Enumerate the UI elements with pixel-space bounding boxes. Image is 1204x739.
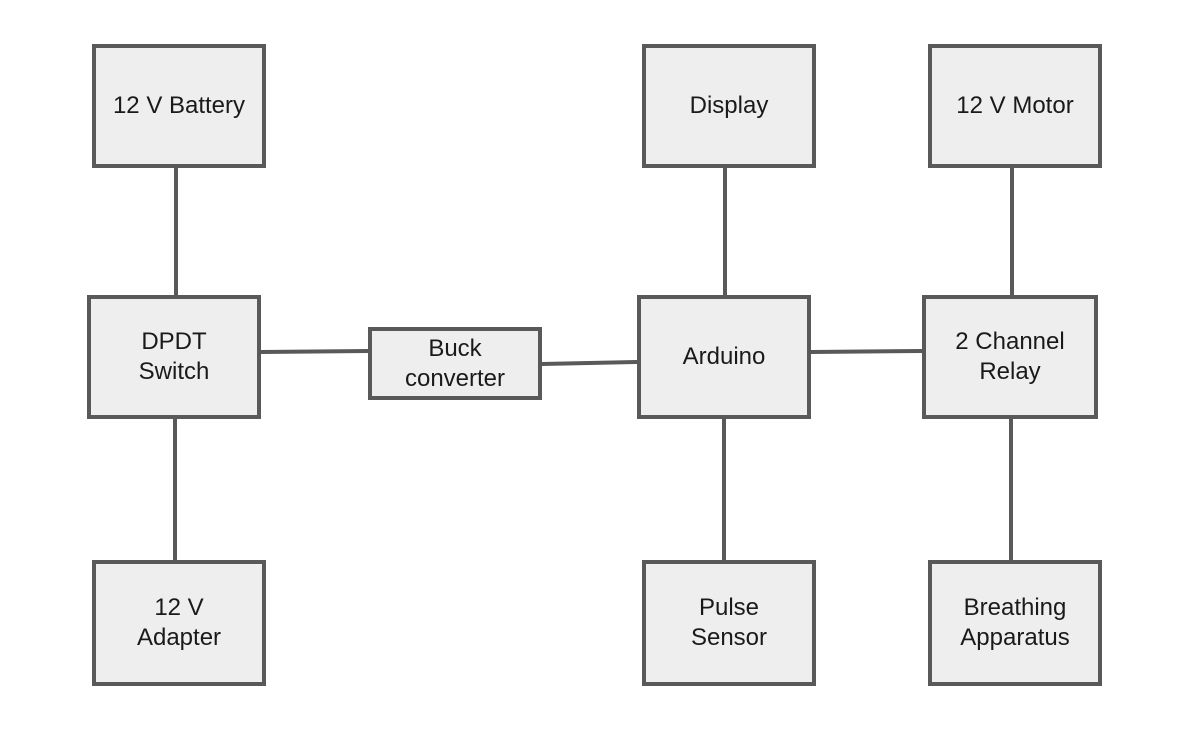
breathing-apparatus-block-label: Breathing Apparatus [960, 593, 1069, 653]
relay-block-label: 2 Channel Relay [955, 327, 1064, 387]
display-block: Display [642, 44, 816, 168]
relay-label-line-1: 2 Channel [955, 328, 1065, 355]
arduino-block: Arduino [637, 295, 811, 419]
wire-buck-arduino [541, 360, 638, 366]
relay-label-line-2: Relay [979, 358, 1041, 385]
breathing-apparatus-block: Breathing Apparatus [928, 560, 1102, 686]
dpdt-label-line-2: Switch [138, 358, 210, 385]
relay-block: 2 Channel Relay [922, 295, 1098, 419]
breathing-label-line-2: Apparatus [960, 624, 1070, 651]
arduino-block-label: Arduino [682, 343, 766, 370]
adapter-block: 12 V Adapter [92, 560, 266, 686]
dpdt-switch-block-label: DPDT Switch [139, 327, 210, 387]
breathing-label-line-1: Breathing [963, 594, 1067, 621]
battery-block-label: 12 V Battery [112, 92, 246, 119]
wire-dpdt-buck [260, 349, 369, 354]
buck-converter-block-label: Buck converter [405, 334, 505, 394]
pulse-label-line-2: Sensor [690, 624, 768, 651]
wire-arduino-relay [810, 349, 923, 354]
adapter-label-line-2: Adapter [136, 624, 222, 651]
display-block-label: Display [689, 92, 769, 119]
buck-label-line-2: converter [404, 364, 506, 392]
dpdt-switch-block: DPDT Switch [87, 295, 261, 419]
battery-block: 12 V Battery [92, 44, 266, 168]
buck-label-line-1: Buck [428, 334, 482, 362]
dpdt-label-line-1: DPDT [141, 328, 207, 355]
adapter-block-label: 12 V Adapter [137, 593, 221, 653]
motor-block-label: 12 V Motor [956, 92, 1074, 119]
adapter-label-line-1: 12 V [154, 594, 204, 621]
pulse-sensor-block-label: Pulse Sensor [691, 593, 767, 653]
motor-block: 12 V Motor [928, 44, 1102, 168]
pulse-label-line-1: Pulse [698, 594, 760, 621]
pulse-sensor-block: Pulse Sensor [642, 560, 816, 686]
buck-converter-block: Buck converter [368, 327, 542, 400]
